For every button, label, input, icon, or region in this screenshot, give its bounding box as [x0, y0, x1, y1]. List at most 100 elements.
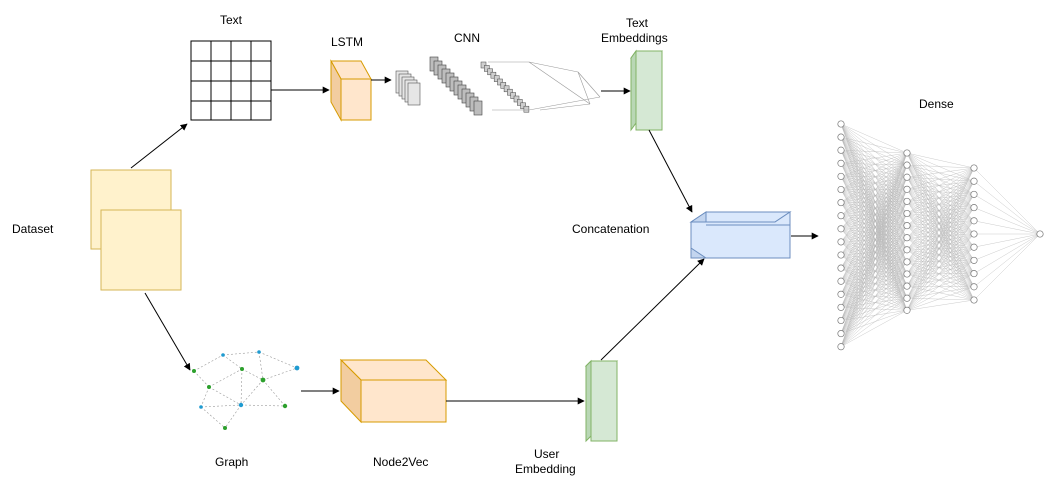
- dense-connection: [840, 215, 908, 299]
- cnn-small-map: [484, 65, 490, 72]
- dense-connection: [840, 189, 908, 263]
- dense-connection: [840, 285, 908, 347]
- dense-connection: [840, 225, 908, 269]
- dense-connection: [906, 201, 975, 261]
- cnn-small-map: [507, 88, 513, 96]
- dense-connection: [840, 136, 908, 166]
- dense-node: [970, 204, 978, 212]
- dense-connection: [840, 225, 908, 347]
- dense-connection: [840, 249, 908, 256]
- dense-connection: [906, 249, 975, 287]
- dense-connection: [840, 213, 908, 347]
- dense-connection: [840, 177, 908, 347]
- dense-connection: [906, 237, 975, 261]
- dense-connection: [973, 233, 1041, 248]
- user-embedding-label-line2: Embedding: [515, 462, 576, 476]
- dense-connection: [840, 189, 908, 202]
- dense-connection: [906, 249, 975, 274]
- dense-connection: [906, 167, 975, 263]
- dense-connection: [906, 213, 975, 287]
- dense-connection: [906, 207, 975, 311]
- dense-connection: [906, 247, 975, 250]
- dense-connection: [973, 194, 1041, 235]
- dense-node: [837, 199, 845, 207]
- dense-node: [837, 330, 845, 338]
- dense-node: [903, 173, 911, 181]
- dense-connection: [840, 201, 908, 269]
- dense-connection: [906, 189, 975, 208]
- dense-connection: [840, 225, 908, 308]
- dense-connection: [840, 237, 908, 308]
- dense-connection: [840, 152, 908, 334]
- dense-connection: [840, 225, 908, 321]
- dense-connection: [840, 273, 908, 295]
- dense-node: [837, 238, 845, 246]
- dense-connection: [840, 228, 908, 311]
- dense-connection: [840, 152, 908, 269]
- dense-connection: [840, 164, 908, 177]
- dense-connection: [840, 215, 908, 311]
- dense-connection: [906, 233, 975, 287]
- dense-network-icon: [837, 120, 1044, 351]
- dense-connection: [840, 165, 908, 347]
- arrow-text-embeddings-to-concatenation: [648, 129, 693, 213]
- lstm-label: LSTM: [331, 35, 363, 49]
- dense-connection: [840, 237, 908, 243]
- dense-connection: [906, 207, 975, 250]
- dense-connection: [973, 167, 1041, 235]
- dense-connection: [840, 164, 908, 243]
- dense-connection: [840, 201, 908, 256]
- dense-connection: [840, 176, 908, 287]
- dense-connection: [840, 241, 908, 311]
- dense-connection: [906, 189, 975, 287]
- dense-connection: [906, 273, 975, 287]
- dense-connection: [840, 202, 908, 263]
- dense-connection: [840, 176, 908, 226]
- dense-connection: [906, 247, 975, 287]
- dense-node: [970, 177, 978, 185]
- dense-node: [837, 303, 845, 311]
- dense-node: [903, 270, 911, 278]
- dense-connection: [840, 225, 908, 243]
- dense-connection: [906, 225, 975, 235]
- dense-connection: [906, 220, 975, 238]
- dense-connection: [840, 215, 908, 250]
- dense-node: [837, 225, 845, 233]
- dense-connection: [840, 273, 908, 334]
- dense-connection: [906, 189, 975, 274]
- dense-connection: [840, 164, 908, 203]
- dense-connection: [906, 273, 975, 299]
- dense-connection: [906, 181, 975, 287]
- dense-connection: [840, 261, 908, 347]
- dense-connection: [906, 247, 975, 299]
- dense-connection: [840, 241, 908, 263]
- dense-connection: [840, 189, 908, 282]
- dense-connection: [840, 213, 908, 243]
- dense-label: Dense: [919, 97, 954, 111]
- dense-connection: [906, 181, 975, 263]
- dense-connection: [840, 213, 908, 216]
- dense-connection: [906, 167, 975, 178]
- dense-connection: [973, 220, 1041, 235]
- dense-connection: [840, 163, 908, 166]
- dense-connection: [906, 213, 975, 274]
- dense-node: [903, 258, 911, 266]
- dense-connection: [840, 215, 908, 287]
- dense-connection: [840, 225, 908, 334]
- dense-connection: [840, 189, 908, 203]
- dense-connection: [906, 225, 975, 274]
- dense-node: [837, 251, 845, 259]
- dense-connection: [840, 189, 908, 321]
- dense-connection: [840, 213, 908, 282]
- dense-connection: [840, 189, 908, 347]
- dense-connection: [906, 233, 975, 250]
- concatenation-label: Concatenation: [572, 222, 649, 236]
- dense-connection: [906, 181, 975, 202]
- dense-connection: [840, 165, 908, 269]
- dense-connection: [973, 233, 1041, 301]
- dense-node: [837, 185, 845, 194]
- dense-node: [837, 172, 845, 180]
- dense-connection: [840, 123, 908, 166]
- dense-connection: [906, 201, 975, 208]
- dense-connection: [840, 177, 908, 308]
